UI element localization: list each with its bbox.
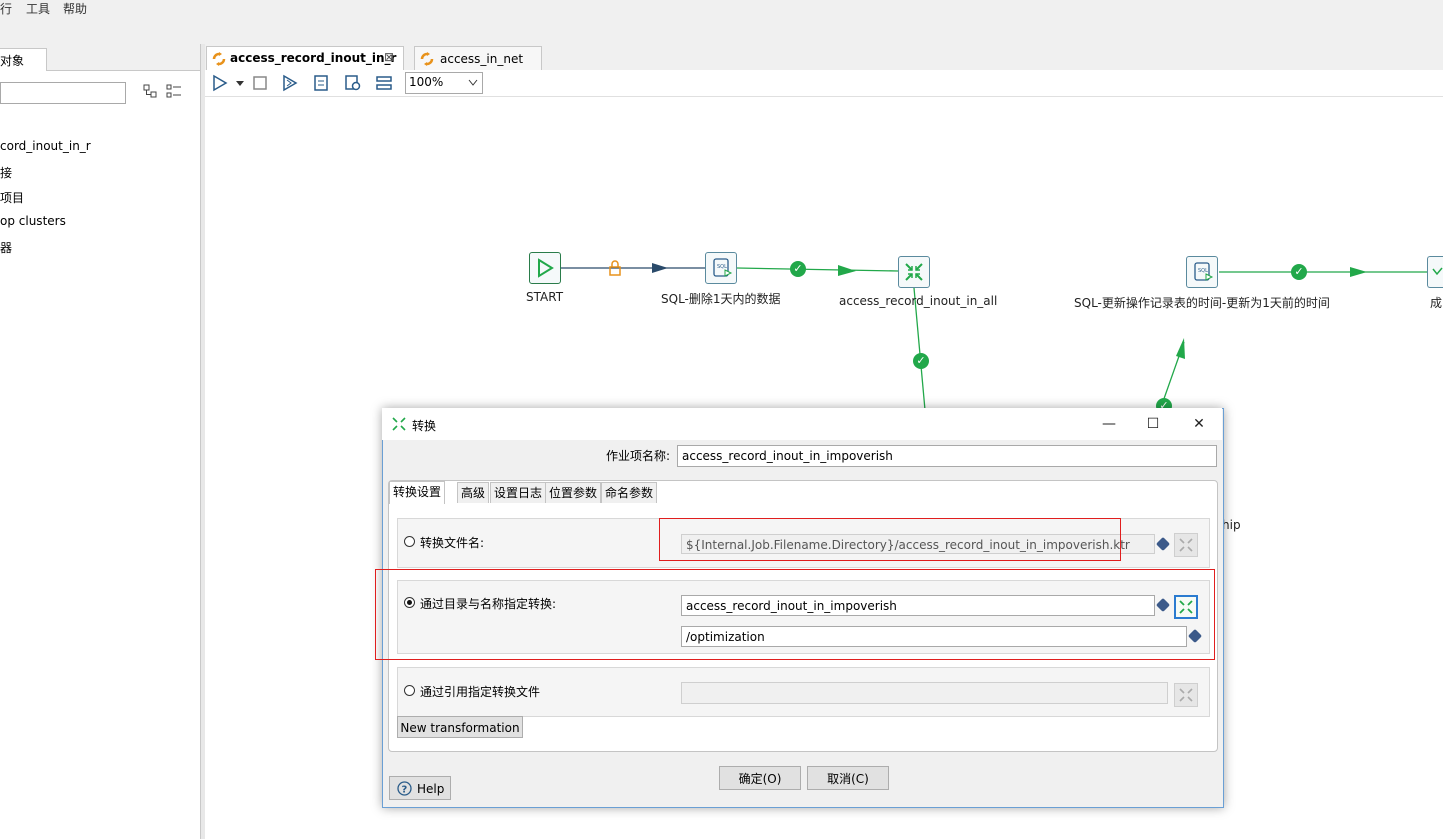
tab-parameters[interactable]: 命名参数	[601, 482, 658, 503]
job-icon	[420, 52, 434, 66]
dialog-titlebar[interactable]: 转换	[382, 408, 1222, 440]
tab-advanced[interactable]: 高级	[457, 482, 490, 503]
sql-update-node[interactable]: SQL	[1186, 256, 1218, 288]
browse-file-button[interactable]	[1174, 533, 1198, 557]
svg-text:SQL: SQL	[1198, 268, 1208, 274]
tab-objects[interactable]: 对象	[0, 48, 47, 71]
help-icon: ?	[397, 781, 412, 796]
option-repo-radio[interactable]	[404, 597, 415, 608]
tree-item-connections[interactable]: 接	[0, 166, 13, 180]
trans-directory-input[interactable]: /optimization	[681, 626, 1187, 647]
menu-tools[interactable]: 工具	[26, 2, 51, 16]
tab-transformation-settings[interactable]: 转换设置	[389, 481, 446, 504]
svg-text:?: ?	[402, 785, 408, 796]
file-path-input[interactable]: ${Internal.Job.Filename.Directory}/acces…	[681, 534, 1155, 554]
tree-item-entries[interactable]: 项目	[0, 191, 25, 205]
transformation-node[interactable]	[898, 256, 930, 288]
sql-explore-icon[interactable]	[344, 74, 362, 92]
ok-button[interactable]: 确定(O)	[719, 766, 801, 790]
verify-icon[interactable]	[312, 74, 330, 92]
menu-help[interactable]: 帮助	[63, 2, 88, 16]
maximize-icon[interactable]: ☐	[1146, 416, 1160, 432]
transformation-icon	[1179, 688, 1193, 702]
tab-objects-label: 对象	[0, 54, 25, 68]
job-name-label: 作业项名称:	[606, 449, 671, 463]
hop-success-icon: ✓	[1291, 264, 1307, 280]
chevron-down-icon	[468, 79, 478, 86]
help-button[interactable]: ? Help	[389, 776, 451, 800]
close-icon[interactable]: ⊠	[384, 50, 395, 64]
option-repo-label: 通过目录与名称指定转换:	[420, 597, 557, 611]
browse-reference-button[interactable]	[1174, 683, 1198, 707]
menubar: 行 工具 帮助	[0, 0, 1443, 16]
zoom-select[interactable]: 100%	[405, 72, 483, 94]
partial-node-label: hip	[1222, 518, 1241, 532]
success-node[interactable]	[1427, 256, 1443, 288]
transformation-icon	[1179, 538, 1193, 552]
help-label: Help	[417, 782, 445, 796]
menu-run[interactable]: 行	[0, 2, 13, 16]
checkmark-icon	[1432, 267, 1443, 276]
option-reference-label: 通过引用指定转换文件	[420, 685, 541, 699]
run-icon[interactable]	[211, 74, 229, 92]
db-explore-icon[interactable]	[375, 74, 393, 92]
lock-icon	[609, 260, 621, 276]
transformation-icon	[905, 263, 923, 281]
sql-delete-node[interactable]: SQL	[705, 252, 737, 284]
minimize-icon[interactable]: —	[1102, 416, 1116, 432]
sql-script-icon: SQL	[713, 258, 733, 277]
dialog-title: 转换	[412, 419, 437, 433]
run-options-dropdown-icon[interactable]	[235, 78, 245, 88]
panel-splitter[interactable]	[201, 44, 205, 839]
tree-item-hadoop-clusters[interactable]: op clusters	[0, 214, 66, 228]
tab-logging[interactable]: 设置日志	[490, 482, 547, 503]
option-reference-radio[interactable]	[404, 685, 415, 696]
left-panel	[0, 44, 201, 839]
job-icon	[212, 52, 226, 66]
highlight-box-file	[659, 518, 1121, 561]
tree-collapse-icon[interactable]	[142, 83, 158, 99]
hop-success-icon: ✓	[790, 261, 806, 277]
new-transformation-button[interactable]: New transformation	[397, 716, 523, 738]
transformation-icon	[1179, 600, 1193, 614]
cancel-button[interactable]: 取消(C)	[807, 766, 889, 790]
highlight-box-repo	[375, 569, 1215, 660]
tree-item-servers[interactable]: 器	[0, 241, 13, 255]
zoom-value: 100%	[409, 75, 444, 89]
sql-update-label: SQL-更新操作记录表的时间-更新为1天前的时间	[1074, 296, 1330, 310]
success-label: 成	[1430, 296, 1443, 310]
svg-text:SQL: SQL	[717, 264, 727, 270]
tab-arguments[interactable]: 位置参数	[545, 482, 602, 503]
replay-icon[interactable]	[281, 74, 299, 92]
hop-success-icon: ✓	[913, 353, 929, 369]
stop-icon[interactable]	[252, 75, 268, 91]
tab-access-in-net[interactable]: access_in_net	[414, 46, 542, 71]
start-icon	[538, 258, 554, 278]
option-file-label: 转换文件名:	[420, 536, 485, 550]
sql-delete-label: SQL-删除1天内的数据	[661, 292, 781, 306]
reference-input[interactable]	[681, 682, 1168, 704]
start-node[interactable]	[529, 252, 561, 284]
tree-item-transformation[interactable]: cord_inout_in_r	[0, 139, 91, 153]
transformation-icon	[392, 417, 406, 431]
tab-label: access_record_inout_in_r	[230, 51, 397, 65]
browse-repository-button[interactable]	[1174, 595, 1198, 619]
tree-expand-icon[interactable]	[166, 83, 182, 99]
transformation-label: access_record_inout_in_all	[839, 294, 998, 308]
job-name-input[interactable]: access_record_inout_in_impoverish	[677, 445, 1217, 467]
option-file-radio[interactable]	[404, 536, 415, 547]
sql-script-icon: SQL	[1194, 262, 1214, 281]
trans-name-input[interactable]: access_record_inout_in_impoverish	[681, 595, 1155, 616]
search-input[interactable]	[0, 82, 126, 104]
tab-access-record-inout[interactable]: access_record_inout_in_r ⊠	[206, 46, 404, 71]
start-label: START	[526, 290, 564, 304]
close-icon[interactable]: ✕	[1193, 416, 1205, 432]
tab-label: access_in_net	[440, 52, 524, 66]
